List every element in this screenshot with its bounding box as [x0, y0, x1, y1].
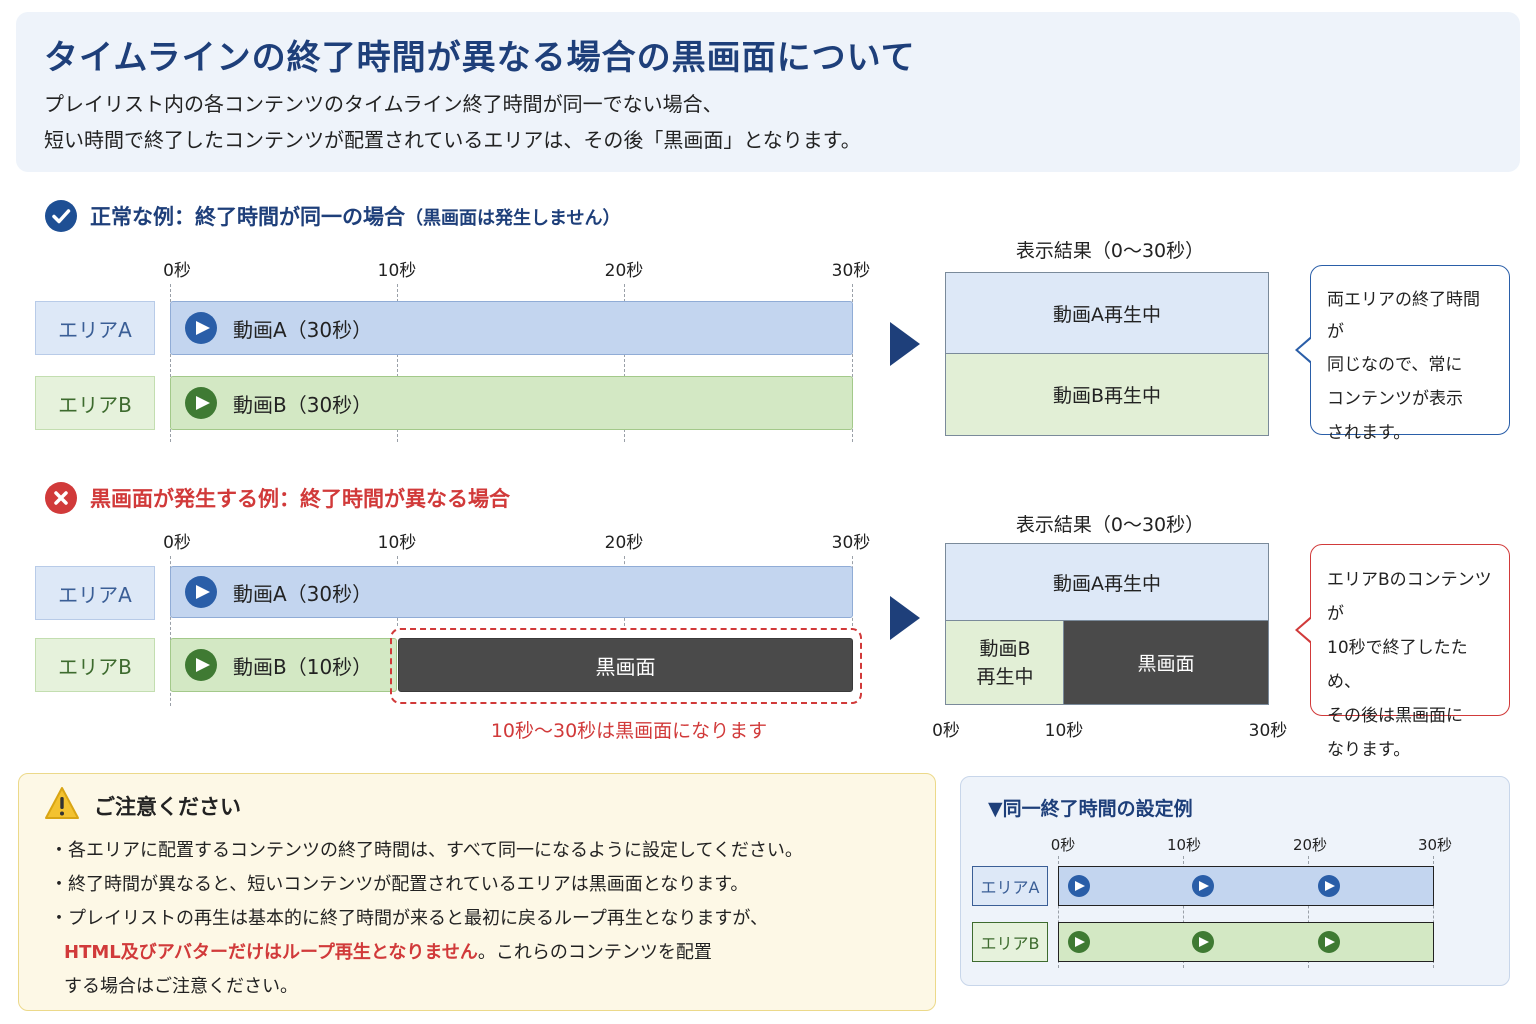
normal-heading: 正常な例：終了時間が同一の場合（黒画面は発生しません）	[90, 201, 620, 231]
video-b-short-bar: 動画B（10秒）	[170, 638, 397, 692]
result-tick: 0秒	[932, 721, 960, 741]
example-tick: 0秒	[1050, 836, 1076, 854]
video-a-bar: 動画A（30秒）	[170, 301, 853, 355]
tick-label: 20秒	[604, 533, 644, 553]
play-icon	[1318, 875, 1340, 897]
page-title: タイムラインの終了時間が異なる場合の黒画面について	[44, 38, 916, 78]
tick-label: 10秒	[377, 533, 417, 553]
gridline	[852, 284, 853, 442]
result-video-a: 動画A再生中	[945, 272, 1269, 355]
bubble-line: 両エリアの終了時間が	[1327, 290, 1480, 342]
gridline	[170, 284, 171, 442]
bubble-line: コンテンツが表示	[1327, 389, 1463, 409]
bubble-line: されます。	[1327, 423, 1411, 443]
play-icon	[1318, 931, 1340, 953]
play-icon	[1068, 875, 1090, 897]
play-icon	[185, 312, 217, 344]
video-b-label: 動画B（10秒）	[233, 654, 373, 679]
gridline	[397, 284, 398, 442]
example-bar-b	[1058, 922, 1434, 962]
play-icon	[185, 576, 217, 608]
play-icon	[185, 649, 217, 681]
example-title: ▼同一終了時間の設定例	[988, 798, 1193, 820]
result-video-b-line: 再生中	[976, 665, 1034, 688]
caution-line: する場合はご注意ください。	[64, 976, 298, 997]
tick-label: 0秒	[163, 261, 191, 281]
result-video-a: 動画A再生中	[945, 543, 1269, 622]
black-screen-highlight	[390, 628, 862, 704]
area-a-label: エリアA	[35, 301, 155, 355]
play-icon	[1192, 931, 1214, 953]
play-icon	[185, 387, 217, 419]
video-b-bar: 動画B（30秒）	[170, 376, 853, 430]
tick-label: 30秒	[831, 261, 871, 281]
video-a-label: 動画A（30秒）	[233, 317, 373, 342]
check-icon	[45, 200, 77, 232]
gridline	[624, 284, 625, 442]
bubble-tail-inner	[1298, 618, 1312, 642]
right-arrow-icon	[890, 596, 920, 640]
intro-line-1: プレイリスト内の各コンテンツのタイムライン終了時間が同一でない場合、	[44, 92, 723, 116]
caution-line: ・終了時間が異なると、短いコンテンツが配置されているエリアは黒画面となります。	[50, 874, 749, 895]
gridline	[170, 556, 171, 706]
caution-warning-text: HTML及びアバターだけはループ再生となりません	[64, 942, 478, 963]
bubble-line: エリアBのコンテンツが	[1327, 570, 1492, 624]
gridline	[1058, 856, 1059, 968]
right-arrow-icon	[890, 322, 920, 366]
caution-line: ・各エリアに配置するコンテンツの終了時間は、すべて同一になるように設定してくださ…	[50, 840, 803, 861]
area-b-label: エリアB	[35, 638, 155, 692]
example-area-a-label: エリアA	[972, 866, 1048, 906]
example-tick: 10秒	[1166, 836, 1202, 854]
normal-heading-sub: （黒画面は発生しません）	[405, 208, 621, 229]
normal-bubble: 両エリアの終了時間が 同じなので、常に コンテンツが表示 されます。	[1295, 265, 1510, 443]
result-video-b-line: 動画B	[979, 637, 1031, 660]
example-area-b-label: エリアB	[972, 922, 1048, 962]
caution-line-rest: 。これらのコンテンツを配置	[477, 942, 712, 963]
result-tick: 30秒	[1248, 721, 1288, 741]
bubble-line: なります。	[1327, 740, 1411, 760]
bubble-line: 同じなので、常に	[1327, 355, 1463, 375]
result-video-b: 動画B再生中	[945, 353, 1269, 436]
black-screen-note: 10秒〜30秒は黒画面になります	[490, 720, 768, 742]
tick-label: 20秒	[604, 261, 644, 281]
bubble-line: その後は黒画面に	[1327, 706, 1463, 726]
play-icon	[1192, 875, 1214, 897]
video-a-bar: 動画A（30秒）	[170, 566, 853, 618]
video-a-label: 動画A（30秒）	[233, 581, 373, 606]
example-tick: 30秒	[1417, 836, 1453, 854]
play-icon	[1068, 931, 1090, 953]
header-panel	[16, 12, 1520, 172]
video-b-label: 動画B（30秒）	[233, 392, 373, 417]
example-bar-a	[1058, 866, 1434, 906]
bubble-line: 10秒で終了したため、	[1327, 638, 1468, 692]
result-black-screen: 黒画面	[1063, 620, 1269, 705]
warning-icon	[44, 786, 80, 820]
area-b-label: エリアB	[35, 376, 155, 430]
result-tick: 10秒	[1044, 721, 1084, 741]
tick-label: 10秒	[377, 261, 417, 281]
gridline	[1183, 856, 1184, 968]
result-title: 表示結果（0〜30秒）	[1015, 240, 1205, 262]
error-bubble: エリアBのコンテンツが 10秒で終了したため、 その後は黒画面に なります。	[1295, 544, 1510, 760]
caution-line: HTML及びアバターだけはループ再生となりません。これらのコンテンツを配置	[64, 938, 712, 964]
bubble-tail-inner	[1298, 338, 1312, 362]
error-x-icon	[45, 482, 77, 514]
normal-heading-text: 正常な例：終了時間が同一の場合	[90, 205, 405, 229]
caution-line: ・プレイリストの再生は基本的に終了時間が来ると最初に戻るループ再生となりますが、	[50, 908, 769, 929]
tick-label: 0秒	[163, 533, 191, 553]
error-heading: 黒画面が発生する例：終了時間が異なる場合	[90, 487, 510, 511]
intro-line-2: 短い時間で終了したコンテンツが配置されているエリアは、その後「黒画面」となります…	[44, 128, 861, 152]
area-a-label: エリアA	[35, 566, 155, 620]
example-tick: 20秒	[1292, 836, 1328, 854]
caution-title: ご注意ください	[94, 795, 241, 819]
black-screen-bar: 黒画面	[398, 638, 853, 692]
gridline	[1433, 856, 1434, 968]
result-title: 表示結果（0〜30秒）	[1015, 514, 1205, 536]
result-video-b: 動画B 再生中	[945, 620, 1065, 705]
tick-label: 30秒	[831, 533, 871, 553]
gridline	[1308, 856, 1309, 968]
caution-panel	[18, 773, 936, 1011]
